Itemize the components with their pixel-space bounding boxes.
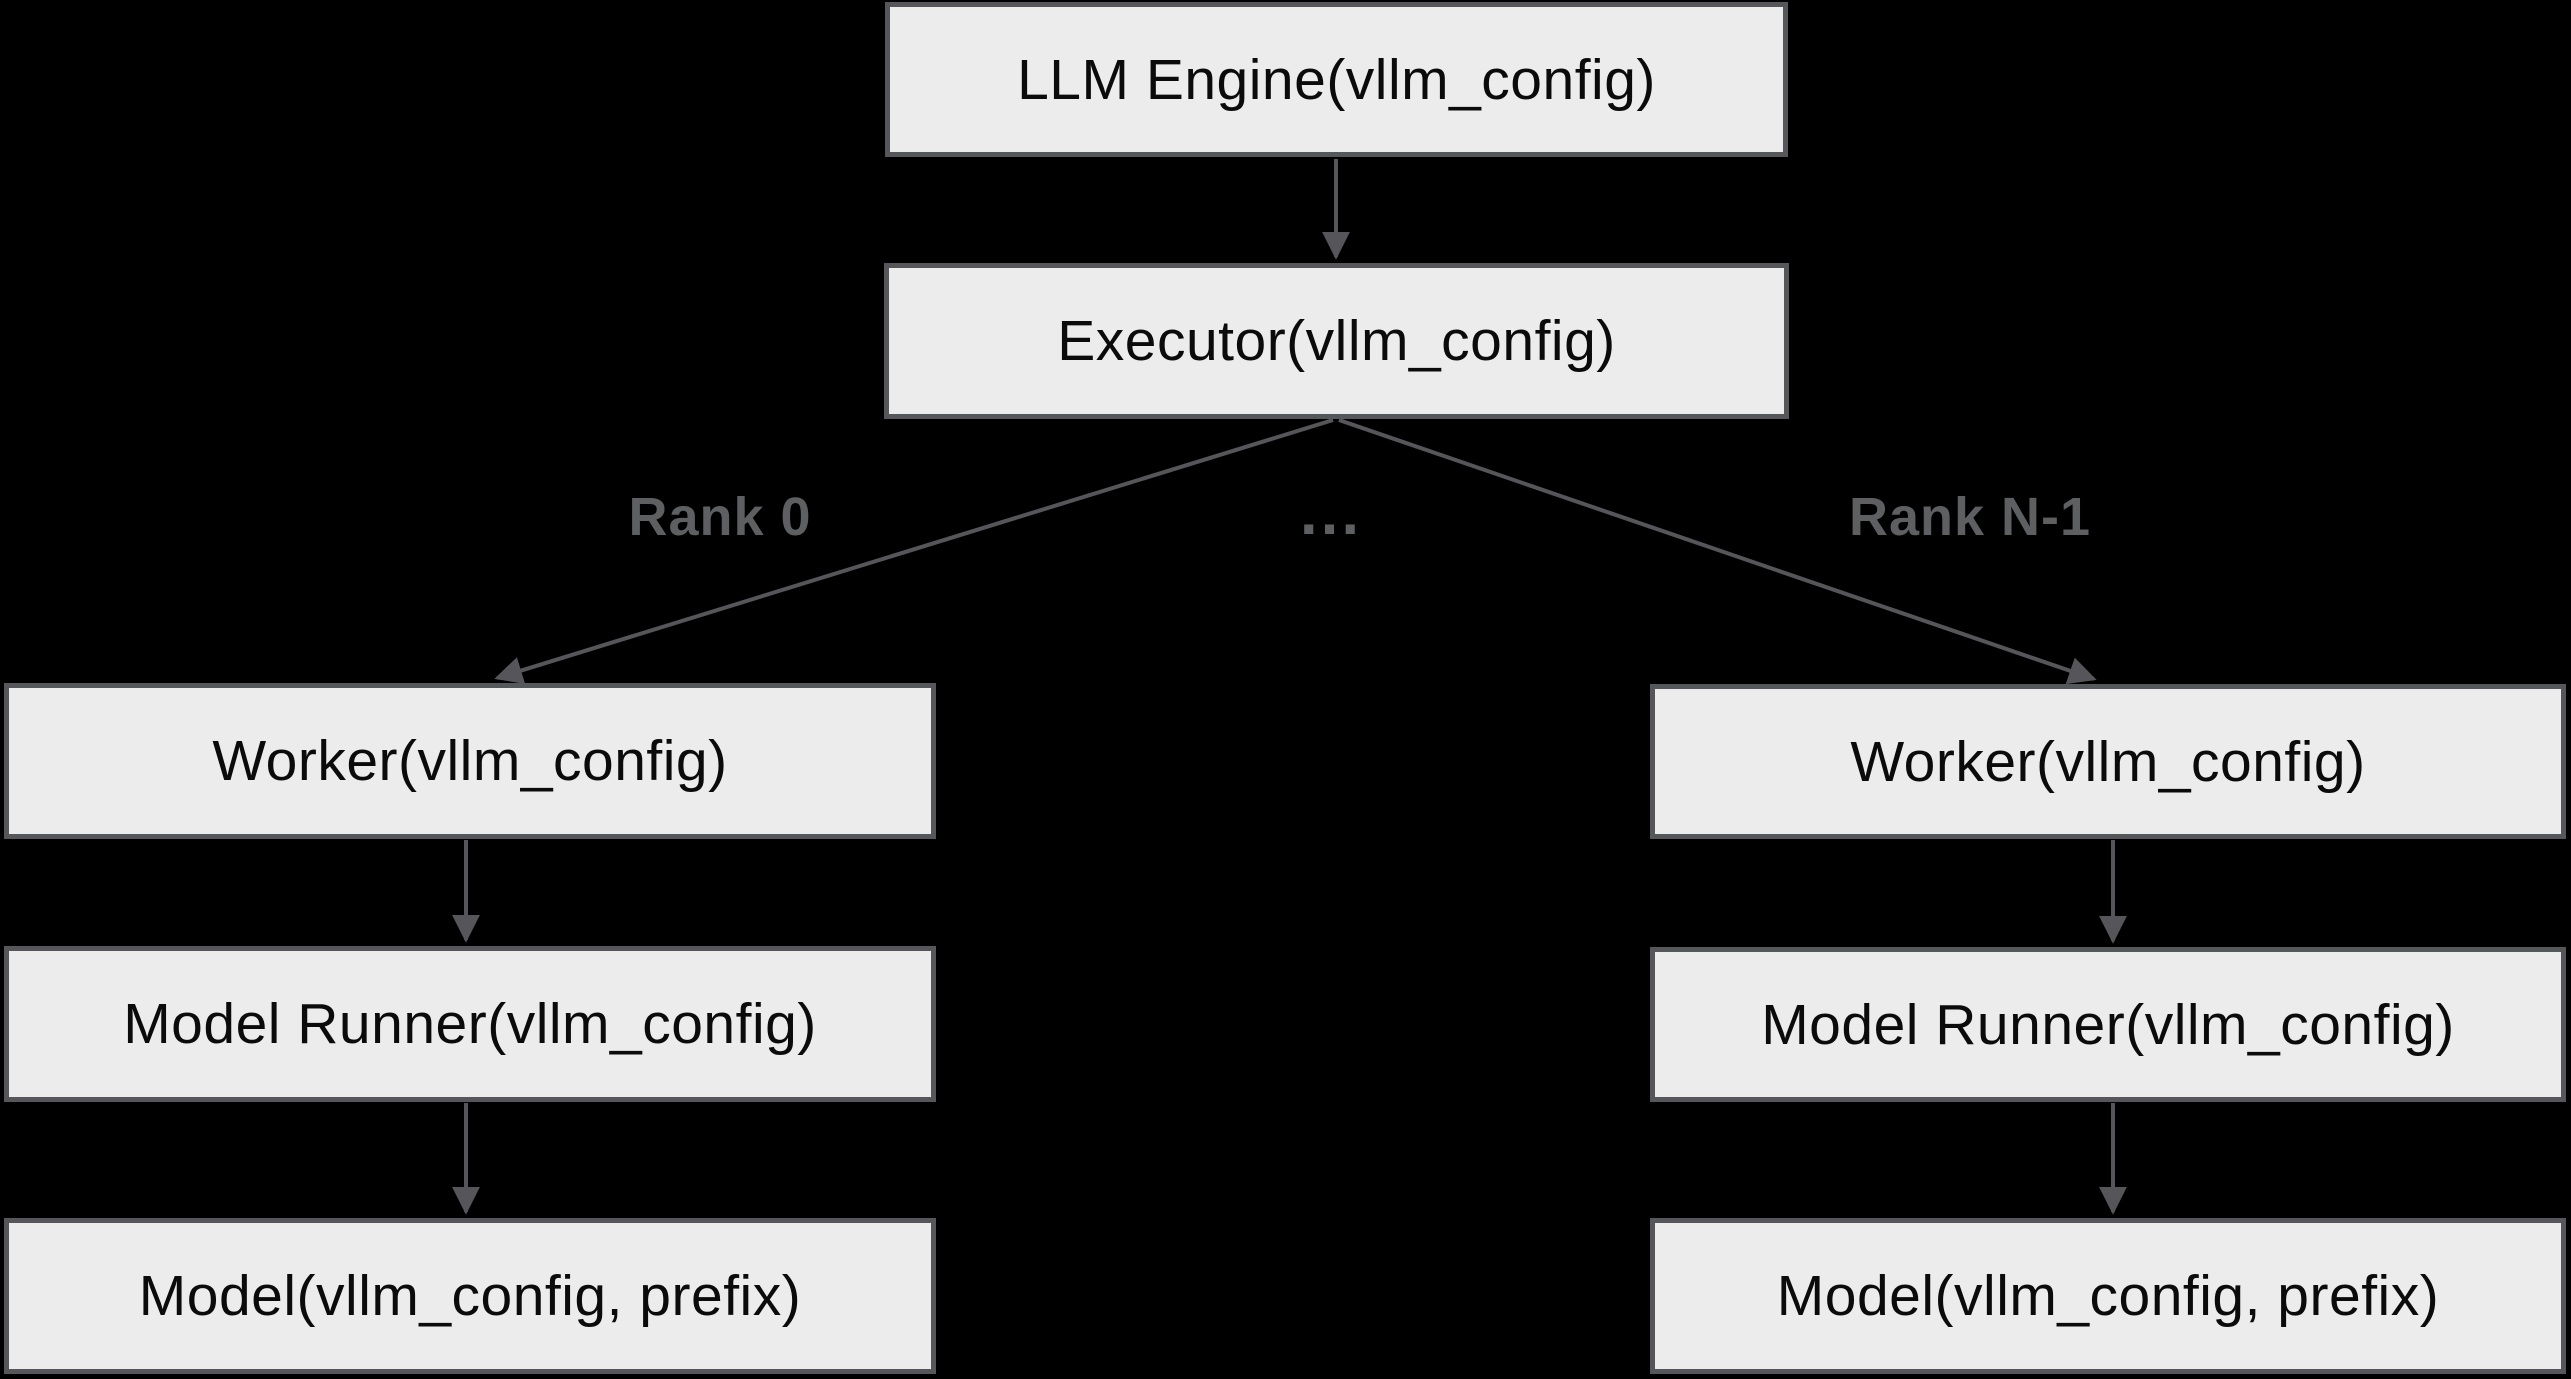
node-model-rank-n-1-label: Model(vllm_config, prefix) bbox=[1776, 1264, 2440, 1328]
node-worker-rank-n-1-label: Worker(vllm_config) bbox=[1850, 729, 2366, 794]
edge-executor-to-worker-left bbox=[494, 418, 1334, 684]
edge-executor-to-worker-right bbox=[1338, 418, 2097, 685]
node-worker-rank-n-1: Worker(vllm_config) bbox=[1650, 684, 2566, 839]
edge-label-ellipsis: ... bbox=[1299, 476, 1363, 548]
node-model-rank-n-1: Model(vllm_config, prefix) bbox=[1650, 1218, 2566, 1374]
node-worker-rank-0-label: Worker(vllm_config) bbox=[212, 729, 728, 793]
node-executor: Executor(vllm_config) bbox=[884, 263, 1789, 419]
edge-label-rank-0: Rank 0 bbox=[628, 487, 812, 547]
node-model-runner-rank-0: Model Runner(vllm_config) bbox=[4, 946, 936, 1102]
node-llm-engine: LLM Engine(vllm_config) bbox=[885, 2, 1788, 157]
node-model-runner-rank-n-1: Model Runner(vllm_config) bbox=[1650, 947, 2566, 1102]
node-llm-engine-label: LLM Engine(vllm_config) bbox=[1017, 47, 1656, 112]
node-model-runner-rank-0-label: Model Runner(vllm_config) bbox=[123, 992, 817, 1056]
node-model-rank-0: Model(vllm_config, prefix) bbox=[4, 1218, 936, 1374]
node-executor-label: Executor(vllm_config) bbox=[1057, 309, 1616, 373]
node-worker-rank-0: Worker(vllm_config) bbox=[4, 683, 936, 839]
node-model-rank-0-label: Model(vllm_config, prefix) bbox=[138, 1264, 802, 1328]
node-model-runner-rank-n-1-label: Model Runner(vllm_config) bbox=[1761, 992, 2455, 1057]
edge-label-rank-n-1: Rank N-1 bbox=[1848, 487, 2092, 547]
